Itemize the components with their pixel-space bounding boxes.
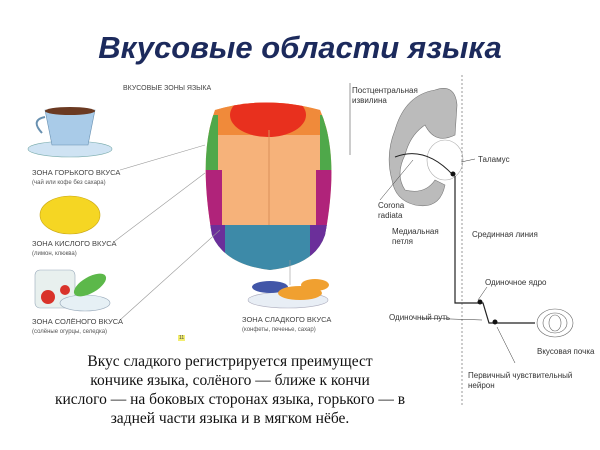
- primary-neuron-label: Первичный чувствительный нейрон: [468, 371, 573, 390]
- pathway-drawing: [349, 75, 574, 405]
- bitter-zone-label: ЗОНА ГОРЬКОГО ВКУСА(чай или кофе без сах…: [32, 168, 121, 186]
- taste-bud-label: Вкусовая почка: [537, 347, 595, 356]
- thalamus-label: Таламус: [478, 155, 510, 164]
- body-line: Вкус сладкого регистрируется преимущест: [87, 353, 373, 370]
- figure-heading: ВКУСОВЫЕ ЗОНЫ ЯЗЫКА: [123, 85, 212, 92]
- tongue-illustration: [27, 102, 332, 341]
- sweets-image: [247, 279, 329, 309]
- sour-zone-label: ЗОНА КИСЛОГО ВКУСА(лимон, клюква): [32, 239, 117, 257]
- corona-radiata-label: Corona radiata: [378, 201, 405, 220]
- body-line: кислого — на боковых сторонах языка, гор…: [54, 391, 406, 408]
- solitary-tract-label: Одиночный путь: [389, 313, 451, 322]
- medial-lemniscus-label: Медиальная петля: [392, 227, 439, 246]
- body-text: Вкус сладкого регистрируется преимущест …: [20, 352, 440, 428]
- teacup-image: [27, 107, 113, 158]
- lemon-image: [39, 195, 101, 235]
- page-number: 11: [179, 335, 185, 341]
- postcentral-gyrus-label: Постцентральная извилина: [352, 86, 418, 105]
- pickles-image: [34, 269, 111, 312]
- midline-label: Срединная линия: [472, 230, 538, 239]
- taste-pathway-diagram: Постцентральная извилина Таламус Corona …: [345, 75, 600, 405]
- brain-cortex-shape: [388, 88, 458, 207]
- salty-zone-label: ЗОНА СОЛЁНОГО ВКУСА(солёные огурцы, селе…: [32, 317, 123, 335]
- slide-title: Вкусовые области языка: [98, 30, 502, 65]
- body-line: задней части языка и в мягком нёбе.: [110, 410, 350, 427]
- tongue-taste-zones-figure: ВКУСОВЫЕ ЗОНЫ ЯЗЫКА ЗОНА ГОРЬКОГО ВКУСА(…: [20, 75, 350, 345]
- taste-bud-shape: [536, 308, 574, 338]
- body-line: кончике языка, солёного — ближе к кончи: [90, 372, 370, 389]
- solitary-nucleus-label: Одиночное ядро: [485, 278, 547, 287]
- sweet-zone-label: ЗОНА СЛАДКОГО ВКУСА(конфеты, печенье, са…: [242, 315, 332, 333]
